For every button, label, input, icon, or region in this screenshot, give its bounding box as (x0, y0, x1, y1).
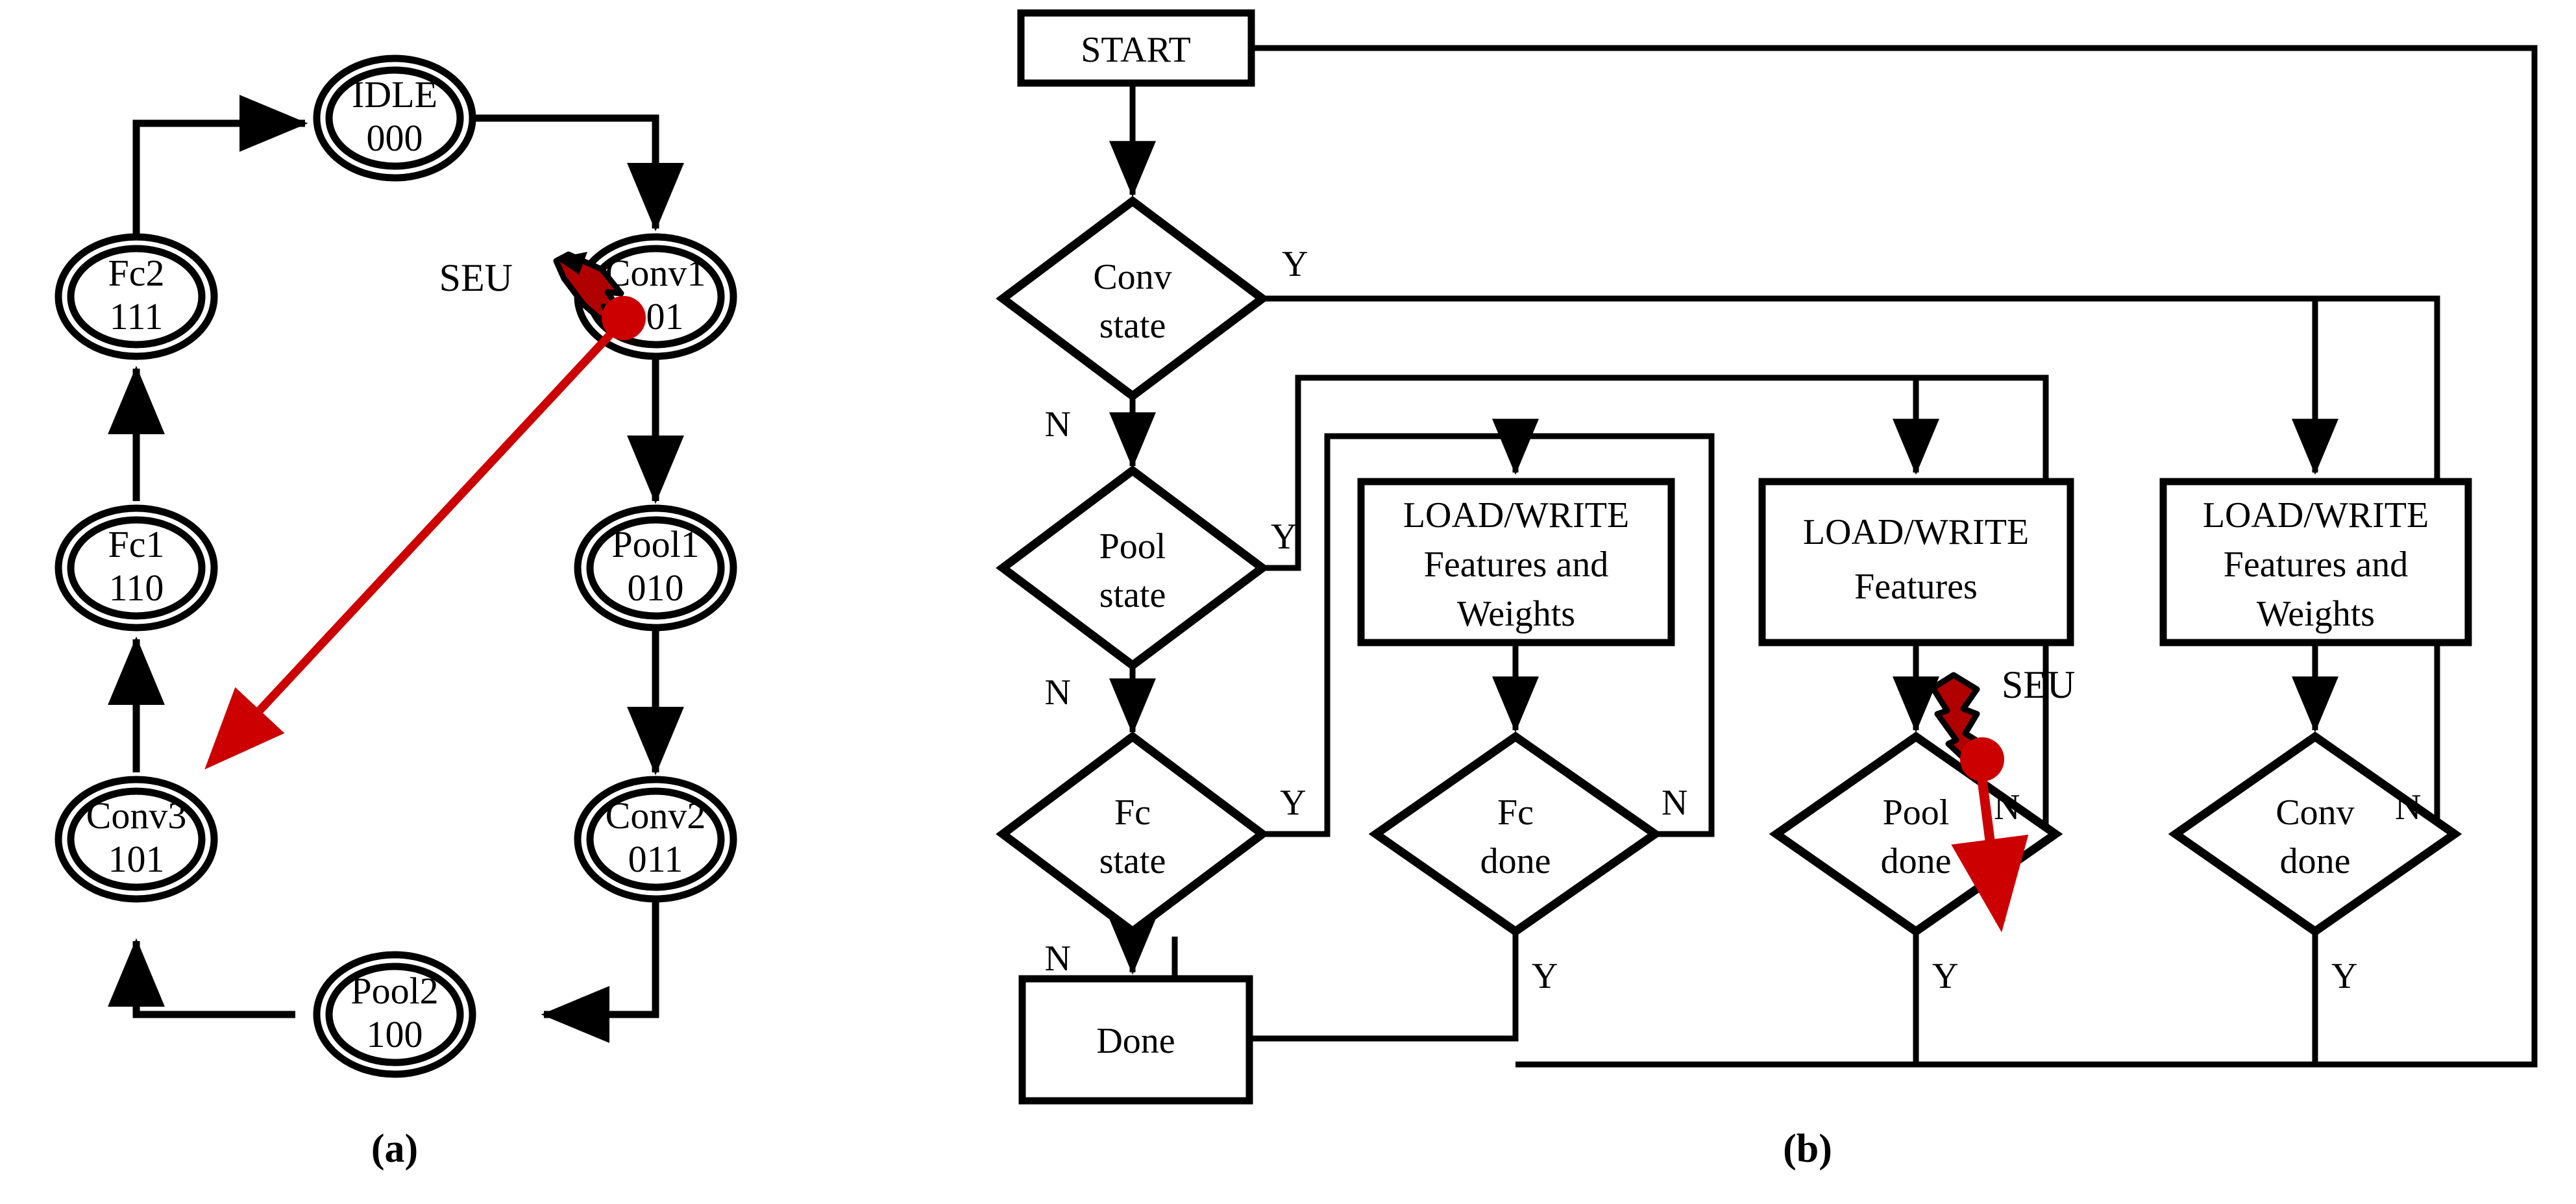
state-code: 011 (628, 838, 683, 880)
decision-line-1: Fc (1114, 792, 1151, 833)
decision-no-label: N (1994, 787, 2020, 828)
state-code: 110 (109, 567, 164, 609)
state-label: Conv2 (606, 794, 706, 837)
state-node-fc2[interactable]: Fc2 111 (55, 233, 218, 360)
decision-line-2: done (1881, 841, 1952, 881)
panel-b-seu-group: SEU (1930, 663, 2075, 933)
seu-label: SEU (2002, 663, 2075, 706)
state-label: Conv1 (606, 252, 706, 294)
decision-yes-label: Y (1932, 956, 1958, 996)
decision-pool-state[interactable]: Pool state Y N (996, 465, 1297, 713)
transition-pool2-to-conv3 (108, 938, 295, 1018)
decision-conv-state[interactable]: Conv state Y N (996, 195, 1308, 445)
state-label: Pool1 (611, 523, 699, 565)
decision-yes-label: Y (2331, 956, 2357, 996)
panel-a-states: IDLE 000 Conv1 001 Pool1 010 Conv2 011 (55, 55, 737, 1078)
decision-fc-done[interactable]: Fc done N Y (1368, 731, 1687, 996)
decision-line-1: Fc (1497, 792, 1534, 833)
state-node-fc1[interactable]: Fc1 110 (55, 504, 218, 632)
terminal-start[interactable]: START (1017, 9, 1255, 87)
state-code: 111 (110, 295, 164, 338)
decision-line-1: Pool (1099, 526, 1166, 567)
seu-fault-arrow (1951, 759, 2029, 933)
decision-yes-label: Y (1282, 244, 1308, 284)
decision-line-2: done (1480, 841, 1551, 881)
decision-line-2: done (2280, 841, 2351, 881)
panel-a-transitions (108, 95, 684, 1043)
terminal-label: Done (1096, 1021, 1175, 1061)
decision-line-2: state (1099, 575, 1166, 615)
process-line-2: Features and (1424, 545, 1609, 585)
state-node-conv2[interactable]: Conv2 011 (574, 776, 737, 903)
decision-no-label: N (1045, 939, 1071, 979)
decision-fc-state[interactable]: Fc state Y N (996, 731, 1306, 979)
connector-pool-done-yes (1515, 931, 1919, 1068)
decision-yes-label: Y (1280, 783, 1306, 823)
connector-conv-state-yes (1262, 295, 2338, 475)
panel-b-decisions: Conv state Y N Pool state Y N Fc state Y… (996, 195, 2462, 996)
panel-b-caption: (b) (1783, 1127, 1832, 1171)
seu-label: SEU (439, 256, 513, 299)
decision-line-1: Conv (1093, 257, 1171, 297)
panel-a-state-machine: IDLE 000 Conv1 001 Pool1 010 Conv2 011 (55, 55, 737, 1171)
connector-conv-done-yes (1916, 931, 2318, 1068)
decision-line-1: Conv (2275, 792, 2354, 833)
decision-yes-label: Y (1271, 517, 1297, 557)
lightning-bolt-icon (553, 251, 624, 328)
connector-fc-state-yes (1262, 419, 1539, 837)
process-load-write-pool[interactable]: LOAD/WRITE Features (1758, 478, 2074, 646)
process-line-1: LOAD/WRITE (1803, 512, 2029, 552)
state-label: IDLE (352, 73, 437, 116)
transition-fc2-to-idle (132, 95, 308, 237)
decision-no-label: N (2395, 787, 2421, 828)
decision-line-1: Pool (1883, 792, 1950, 833)
terminal-label: START (1081, 30, 1191, 70)
process-line-1: LOAD/WRITE (2203, 495, 2429, 535)
state-node-idle[interactable]: IDLE 000 (313, 55, 476, 182)
state-node-conv3[interactable]: Conv3 101 (55, 776, 218, 903)
transition-idle-to-conv1 (472, 114, 684, 232)
panel-a-caption: (a) (371, 1127, 418, 1171)
process-load-write-conv[interactable]: LOAD/WRITE Features and Weights (2159, 478, 2472, 646)
bolt-tip-icon (555, 252, 587, 275)
seu-impact-dot (602, 296, 646, 340)
process-line-3: Weights (2257, 594, 2375, 634)
state-label: Pool2 (350, 970, 438, 1012)
process-line-1: LOAD/WRITE (1403, 495, 1629, 535)
decision-conv-done[interactable]: Conv done N Y (2168, 731, 2462, 996)
decision-no-label: N (1662, 783, 1687, 823)
process-load-write-fc[interactable]: LOAD/WRITE Features and Weights (1357, 478, 1675, 646)
panel-b-terminals: START Done (1017, 9, 1255, 1105)
transition-conv2-to-pool2 (541, 899, 659, 1043)
state-label: Conv3 (86, 794, 187, 837)
decision-no-label: N (1045, 404, 1071, 445)
decision-line-2: state (1099, 841, 1166, 881)
state-code: 010 (628, 567, 684, 609)
state-label: Fc1 (108, 523, 165, 565)
state-label: Fc2 (108, 252, 165, 294)
decision-yes-label: Y (1532, 956, 1558, 996)
panel-a-seu-group: SEU (204, 251, 646, 770)
panel-b-flowchart: START Done LOAD/WRITE Features and Weigh… (996, 9, 2538, 1171)
process-line-3: Weights (1457, 594, 1575, 634)
seu-fault-arrow (204, 316, 628, 770)
state-node-pool1[interactable]: Pool1 010 (574, 504, 737, 632)
state-code: 100 (367, 1013, 423, 1055)
connector-pool-state-yes (1262, 375, 1939, 571)
state-node-pool2[interactable]: Pool2 100 (313, 951, 476, 1078)
process-line-2: Features (1854, 567, 1978, 607)
panel-b-processes: LOAD/WRITE Features and Weights LOAD/WRI… (1357, 478, 2472, 646)
state-code: 101 (108, 838, 165, 880)
state-code: 000 (367, 117, 423, 159)
decision-no-label: N (1045, 672, 1071, 713)
process-line-2: Features and (2224, 545, 2409, 585)
seu-impact-dot (1960, 737, 2004, 781)
terminal-done[interactable]: Done (1018, 975, 1253, 1105)
connector-fc-done-no-rail (1515, 433, 1715, 837)
decision-line-2: state (1099, 306, 1166, 346)
